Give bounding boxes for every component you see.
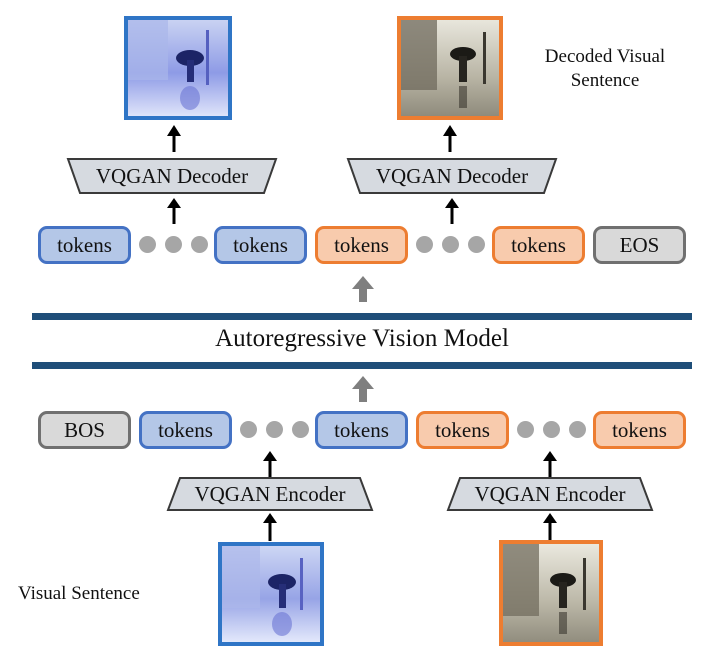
token-label: tokens bbox=[435, 417, 490, 442]
dot bbox=[543, 421, 560, 438]
input-token-blue-2: tokens bbox=[315, 411, 408, 449]
arrow-model-to-output bbox=[352, 276, 374, 302]
token-label: tokens bbox=[612, 417, 667, 442]
dot bbox=[569, 421, 586, 438]
decoded-image-orange bbox=[397, 16, 503, 120]
ellipsis-dots bbox=[139, 236, 208, 253]
arrow-input-to-model bbox=[352, 376, 374, 402]
decoded-image-blue bbox=[124, 16, 232, 120]
output-token-blue-1: tokens bbox=[38, 226, 131, 264]
ellipsis-dots bbox=[240, 421, 309, 438]
bos-label: BOS bbox=[64, 417, 105, 442]
input-token-orange-2: tokens bbox=[593, 411, 686, 449]
vqgan-encoder-right-label: VQGAN Encoder bbox=[474, 481, 626, 506]
token-label: tokens bbox=[334, 232, 389, 257]
arrow-decoder-to-image-left bbox=[167, 125, 181, 152]
token-label: tokens bbox=[158, 417, 213, 442]
vqgan-decoder-left: VQGAN Decoder bbox=[66, 157, 278, 195]
decoded-caption-line1: Decoded Visual bbox=[544, 46, 666, 67]
token-label: tokens bbox=[233, 232, 288, 257]
bos-token: BOS bbox=[38, 411, 131, 449]
arrow-image-to-encoder-right bbox=[543, 513, 557, 541]
dot bbox=[517, 421, 534, 438]
eos-token: EOS bbox=[593, 226, 686, 264]
token-label: tokens bbox=[57, 232, 112, 257]
visual-sentence-caption: Visual Sentence bbox=[18, 583, 140, 604]
arrow-image-to-encoder-left bbox=[263, 513, 277, 541]
vqgan-encoder-left: VQGAN Encoder bbox=[166, 476, 374, 512]
arrow-decoder-to-image-right bbox=[443, 125, 457, 152]
output-token-orange-2: tokens bbox=[492, 226, 585, 264]
dot bbox=[165, 236, 182, 253]
output-token-blue-2: tokens bbox=[214, 226, 307, 264]
arrow-encoder-to-token-left bbox=[263, 451, 277, 477]
model-band-top bbox=[32, 313, 692, 320]
dot bbox=[240, 421, 257, 438]
dot bbox=[416, 236, 433, 253]
dot bbox=[468, 236, 485, 253]
decoded-visual-sentence-caption: Decoded Visual Sentence bbox=[528, 45, 682, 93]
token-label: tokens bbox=[334, 417, 389, 442]
arrow-token-to-decoder-right bbox=[445, 198, 459, 224]
vqgan-decoder-right: VQGAN Decoder bbox=[346, 157, 558, 195]
ellipsis-dots bbox=[416, 236, 485, 253]
arrow-encoder-to-token-right bbox=[543, 451, 557, 477]
token-label: tokens bbox=[511, 232, 566, 257]
dot bbox=[266, 421, 283, 438]
input-image-blue bbox=[218, 542, 324, 646]
dot bbox=[442, 236, 459, 253]
dot bbox=[139, 236, 156, 253]
output-token-orange-1: tokens bbox=[315, 226, 408, 264]
model-band-bottom bbox=[32, 362, 692, 369]
autoregressive-vision-model-label: Autoregressive Vision Model bbox=[215, 325, 509, 352]
dot bbox=[292, 421, 309, 438]
vqgan-encoder-right: VQGAN Encoder bbox=[446, 476, 654, 512]
eos-label: EOS bbox=[619, 232, 660, 257]
input-token-blue-1: tokens bbox=[139, 411, 232, 449]
vqgan-encoder-left-label: VQGAN Encoder bbox=[194, 481, 346, 506]
arrow-token-to-decoder-left bbox=[167, 198, 181, 224]
vqgan-decoder-left-label: VQGAN Decoder bbox=[95, 163, 249, 188]
input-token-orange-1: tokens bbox=[416, 411, 509, 449]
ellipsis-dots bbox=[517, 421, 586, 438]
vqgan-decoder-right-label: VQGAN Decoder bbox=[375, 163, 529, 188]
dot bbox=[191, 236, 208, 253]
input-image-orange bbox=[499, 540, 603, 646]
decoded-caption-line2: Sentence bbox=[570, 70, 640, 91]
